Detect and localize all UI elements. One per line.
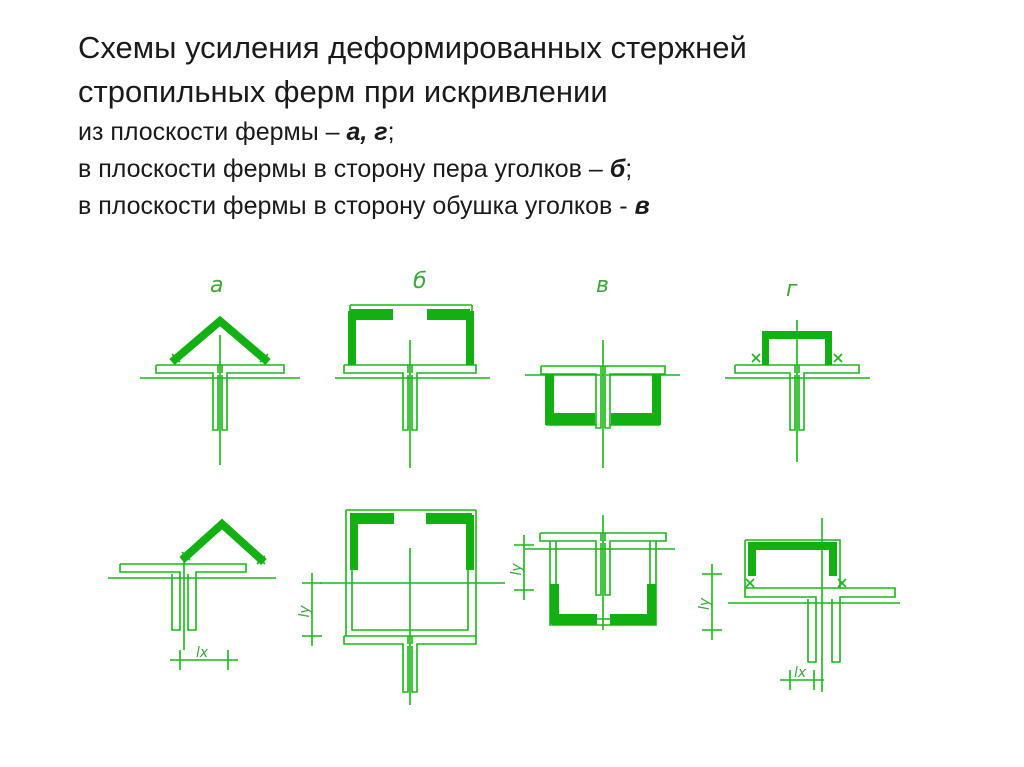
dimension-label-ly: ly <box>697 597 713 610</box>
reinforcement-plate <box>348 311 356 365</box>
profile-outline <box>541 365 666 429</box>
reinforcement-plate <box>427 309 470 320</box>
scheme-label-b: б <box>413 269 427 294</box>
scheme-label-v: в <box>596 273 609 298</box>
reinforcement-plate <box>350 513 394 524</box>
dimension-label-lx: lx <box>794 665 807 681</box>
profile-outline <box>735 364 860 431</box>
reinforcement-plate <box>748 542 756 576</box>
profile-outline <box>555 541 651 620</box>
reinforcement-plate <box>466 311 474 365</box>
reinforcement-plate <box>350 515 358 570</box>
dimension-label-ly: ly <box>509 563 525 576</box>
profile-outline <box>745 587 896 663</box>
profile-outline <box>343 365 409 431</box>
subtitle-tail: ; <box>625 155 633 183</box>
reinforcement-plate <box>748 542 836 550</box>
profile-outline <box>540 366 602 429</box>
subtitle-line-2: в плоскости фермы в сторону пера уголков… <box>78 151 1008 188</box>
reinforcement-plate <box>545 413 595 425</box>
subtitle-marker: в <box>634 192 650 220</box>
reinforcement-plate <box>762 331 769 365</box>
heading: Схемы усиления деформированных стержней … <box>78 26 1008 225</box>
reinforcement-plate <box>611 413 661 425</box>
reinforcement-plate <box>426 513 472 524</box>
axis-line <box>837 578 847 588</box>
profile-outline <box>745 539 841 588</box>
reinforcement-plate <box>762 331 832 339</box>
profile-outline <box>540 532 667 596</box>
subtitle-line-3: в плоскости фермы в сторону обушка уголк… <box>78 188 1008 225</box>
reinforcement-plates <box>169 309 837 625</box>
thin-lines <box>108 304 900 705</box>
profile-outline <box>343 636 409 693</box>
labels: а б в г lx ly ly ly lx <box>196 269 807 681</box>
reinforcement-plate <box>652 374 661 425</box>
profile-outline <box>156 364 285 431</box>
axis-line <box>745 578 755 588</box>
profile-outline <box>120 563 247 631</box>
reinforcement-angle <box>169 315 271 366</box>
subtitle-marker: б <box>609 155 626 183</box>
reinforcement-plate <box>610 614 655 625</box>
reinforcement-plate <box>829 542 837 576</box>
scheme-label-g: г <box>786 277 798 302</box>
subtitle-text: из плоскости фермы – <box>78 118 347 146</box>
reinforcement-plate <box>350 309 393 320</box>
scheme-label-a: а <box>210 273 223 298</box>
reinforcement-angle <box>179 518 267 565</box>
profile-outline <box>744 588 817 663</box>
profile-outline <box>155 365 219 431</box>
dimension-label-ly: ly <box>297 605 313 618</box>
reinforcement-plate <box>466 515 474 570</box>
reinforcement-plate <box>647 584 656 624</box>
profile-outline <box>344 364 477 431</box>
title-line-1: Схемы усиления деформированных стержней <box>78 30 747 65</box>
profile-outline <box>734 365 796 431</box>
subtitle-text: в плоскости фермы в сторону обушка уголк… <box>78 192 635 220</box>
title-line-2: стропильных ферм при искривлении <box>78 74 608 109</box>
profile-outline <box>351 515 469 631</box>
reinforcement-plate <box>545 374 554 425</box>
subtitle-line-1: из плоскости фермы – а, г; <box>78 114 1008 151</box>
reinforcement-plate <box>552 614 597 625</box>
subtitle-tail: ; <box>387 118 395 146</box>
subtitle-text: в плоскости фермы в сторону пера уголков… <box>78 155 610 183</box>
reinforcement-plate <box>550 584 559 624</box>
subtitle-marker: а, г <box>346 118 388 146</box>
axis-line <box>833 353 843 363</box>
profile-outline <box>549 541 657 626</box>
dimension-label-lx: lx <box>196 645 209 661</box>
reinforcement-plate <box>825 331 832 365</box>
axis-line <box>751 353 761 363</box>
profile-outline <box>539 533 602 596</box>
profile-outline <box>119 564 181 631</box>
